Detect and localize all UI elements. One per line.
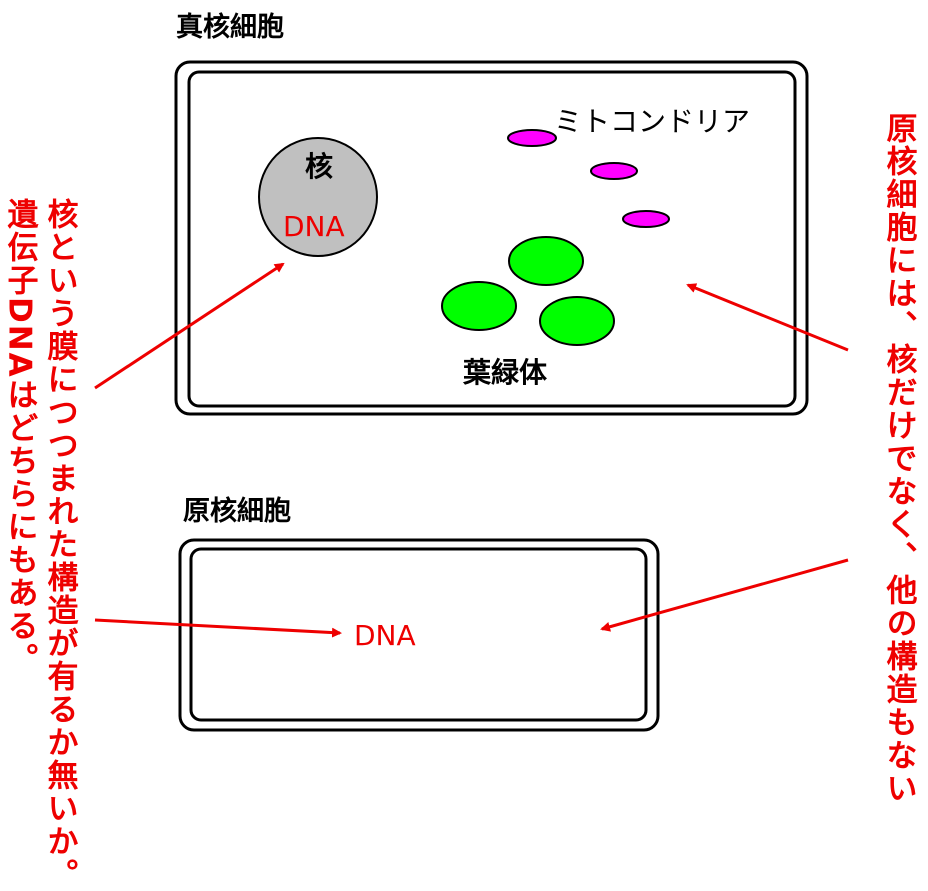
chloroplast-3: [539, 296, 615, 346]
arrow-to-prokaryote-dna: [94, 618, 342, 638]
note-left-column-1: 核という膜につつまれた構造が有るか無いか。: [41, 198, 78, 891]
nucleus-dna-label: DNA: [283, 210, 345, 243]
chloroplast-1: [508, 236, 584, 286]
mitochondrion-3: [622, 210, 670, 228]
mitochondrion-1: [507, 129, 557, 147]
eukaryote-title: 真核細胞: [176, 12, 284, 43]
chloroplast-label: 葉緑体: [463, 356, 548, 389]
mitochondrion-2: [590, 162, 638, 180]
eukaryote-cell-inner-membrane: [187, 70, 797, 408]
prokaryote-title: 原核細胞: [183, 496, 291, 527]
diagram-canvas: [94, 60, 849, 732]
note-left-column-2: 遺伝子DNAはどちらにもある。: [1, 198, 38, 676]
nucleus: [258, 137, 378, 257]
arrow-to-nucleus: [94, 262, 285, 390]
prokaryote-cell-inner-membrane: [189, 547, 648, 722]
arrow-to-eukaryote-cytoplasm: [686, 283, 849, 352]
chloroplast-2: [441, 281, 517, 331]
prokaryote-cell-outer-wall: [178, 538, 660, 732]
mitochondria-label: ミトコンドリア: [554, 105, 751, 138]
arrow-to-prokaryote-cytoplasm: [600, 558, 849, 632]
nucleus-label: 核: [305, 150, 334, 183]
prokaryote-dna-label: DNA: [354, 619, 416, 652]
note-right-column-1: 原核細胞には、核だけでなく、他の構造もない: [880, 112, 917, 805]
